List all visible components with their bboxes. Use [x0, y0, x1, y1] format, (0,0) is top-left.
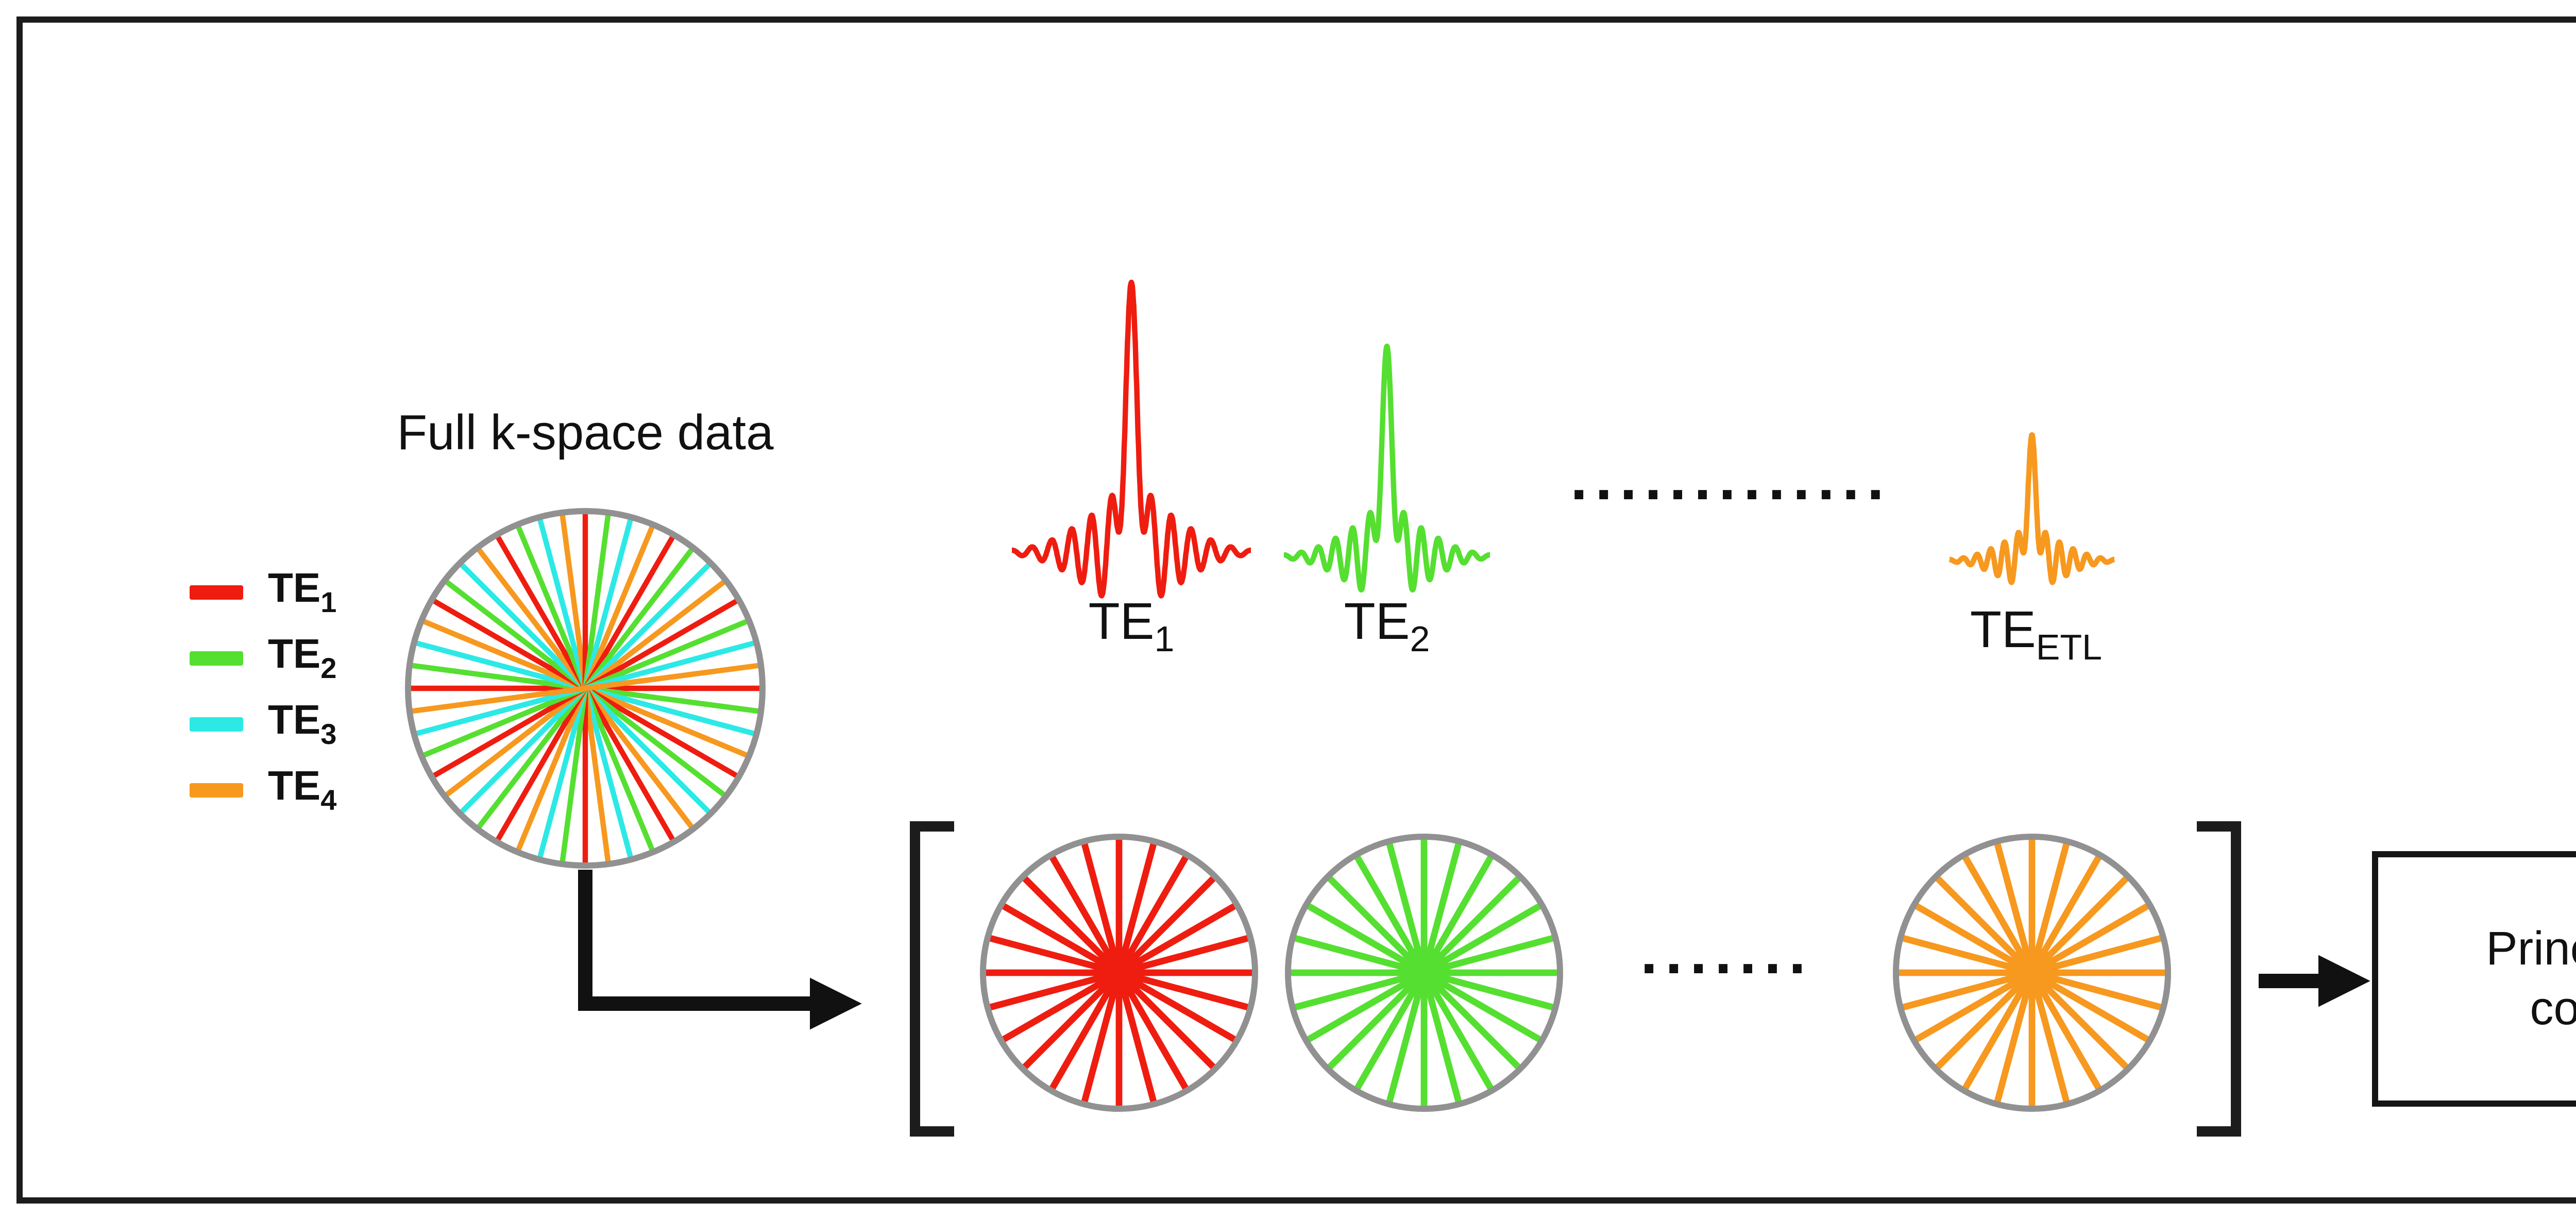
subset-ellipsis-dots: ·······	[1640, 936, 1814, 1004]
legend-color-dash-te4	[190, 782, 243, 797]
kspace-legend: TE1 TE2 TE3 TE4	[190, 558, 336, 822]
echo-label-te2: TE2	[1344, 594, 1430, 659]
echo-label-te-etl: TEETL	[1970, 602, 2103, 668]
legend-item-te4: TE4	[190, 756, 336, 822]
legend-item-te1: TE1	[190, 558, 336, 624]
legend-item-te2: TE2	[190, 624, 336, 690]
legend-color-dash-te3	[190, 716, 243, 731]
pca-box-line2: coefficient maps	[2530, 981, 2576, 1035]
legend-color-dash-te2	[190, 650, 243, 665]
pca-box-line1: Principal component	[2486, 922, 2576, 975]
echo-label-te1: TE1	[1088, 594, 1175, 659]
full-kspace-title: Full k-space data	[397, 406, 774, 462]
legend-label-te4: TE4	[268, 764, 337, 815]
legend-item-te3: TE3	[190, 690, 336, 756]
figure-border-frame	[16, 16, 2576, 1204]
legend-label-te2: TE2	[268, 632, 337, 683]
legend-label-te3: TE3	[268, 698, 337, 749]
legend-color-dash-te1	[190, 584, 243, 599]
pca-box: Principal component coefficient maps	[2372, 851, 2576, 1107]
echo-ellipsis-dots: ·············	[1570, 462, 1892, 530]
legend-label-te1: TE1	[268, 566, 337, 617]
